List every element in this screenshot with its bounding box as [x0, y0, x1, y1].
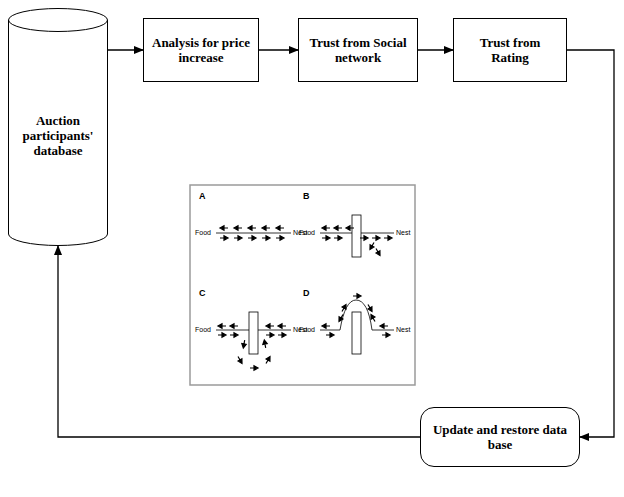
illustration-frame	[190, 185, 415, 385]
ant-symbol	[278, 324, 286, 328]
process-box: Analysis for price increase	[143, 18, 259, 82]
ant-symbol	[248, 226, 256, 230]
place-label: Food	[299, 326, 315, 334]
obstacle	[249, 312, 258, 354]
obstacle	[352, 215, 361, 257]
place-label: Food	[195, 326, 211, 334]
ant-symbol	[220, 226, 228, 230]
ant-symbol	[234, 226, 242, 230]
flow-arrow	[108, 49, 143, 50]
panel-letter: C	[199, 288, 206, 298]
node-text: Update and restore data base	[421, 418, 579, 456]
panel-letter: A	[199, 191, 206, 201]
ant-symbol	[369, 313, 377, 322]
process-box: Trust from Social network	[298, 18, 418, 82]
ant-symbol	[353, 294, 361, 298]
ant-symbol	[276, 226, 284, 230]
ant-symbol	[248, 236, 256, 240]
node-text: Auction participants' database	[8, 109, 108, 162]
ant-symbol	[322, 236, 330, 240]
ant-symbol	[340, 303, 348, 312]
panel-letter: B	[303, 191, 310, 201]
ant-symbol	[322, 226, 330, 230]
ant-symbol	[382, 333, 390, 337]
ant-symbol	[262, 236, 270, 240]
ant-symbol	[276, 236, 284, 240]
flow-arrow	[259, 49, 298, 50]
ant-symbol	[368, 241, 376, 250]
flow-arrow	[567, 50, 614, 437]
ant-symbol	[374, 247, 382, 256]
ant-symbol	[230, 324, 238, 328]
ant-symbol	[334, 226, 342, 230]
place-label: Nest	[396, 326, 410, 334]
ant-symbol	[218, 333, 226, 337]
place-label: Food	[299, 229, 315, 237]
process-box: Update and restore data base	[420, 407, 580, 467]
obstacle	[352, 312, 361, 354]
ant-symbol	[372, 236, 380, 240]
cylinder-rim	[9, 20, 108, 32]
flow-arrow	[418, 49, 453, 50]
ant-symbol	[346, 226, 354, 230]
ant-symbol	[266, 333, 274, 337]
ant-symbol	[220, 236, 228, 240]
ant-symbol	[322, 324, 330, 328]
panel-letter: D	[303, 288, 310, 298]
node-text: Trust from Rating	[454, 31, 566, 69]
node-text: Analysis for price increase	[144, 31, 258, 69]
ant-symbol	[326, 333, 334, 337]
ant-symbol	[262, 226, 270, 230]
ant-symbol	[266, 324, 274, 328]
place-label: Food	[195, 229, 211, 237]
ant-symbol	[234, 236, 242, 240]
ant-symbol	[230, 333, 238, 337]
database-cylinder: Auction participants' database	[8, 8, 108, 246]
ant-symbol	[380, 324, 388, 328]
ant-symbol	[218, 324, 226, 328]
ant-symbol	[264, 355, 272, 364]
path-line	[216, 233, 291, 234]
ant-symbol	[334, 236, 342, 240]
ant-symbol	[250, 366, 258, 370]
place-label: Nest	[396, 229, 410, 237]
process-box: Trust from Rating	[453, 18, 567, 82]
cylinder-body	[9, 9, 108, 246]
ant-symbol	[384, 236, 392, 240]
ant-symbol	[337, 313, 345, 322]
ant-symbol	[366, 303, 374, 312]
node-text: Trust from Social network	[299, 31, 417, 69]
ant-symbol	[241, 340, 247, 349]
ant-symbol	[236, 355, 244, 364]
ant-symbol	[262, 340, 268, 349]
ant-symbol	[278, 333, 286, 337]
ant-symbol	[360, 236, 368, 240]
